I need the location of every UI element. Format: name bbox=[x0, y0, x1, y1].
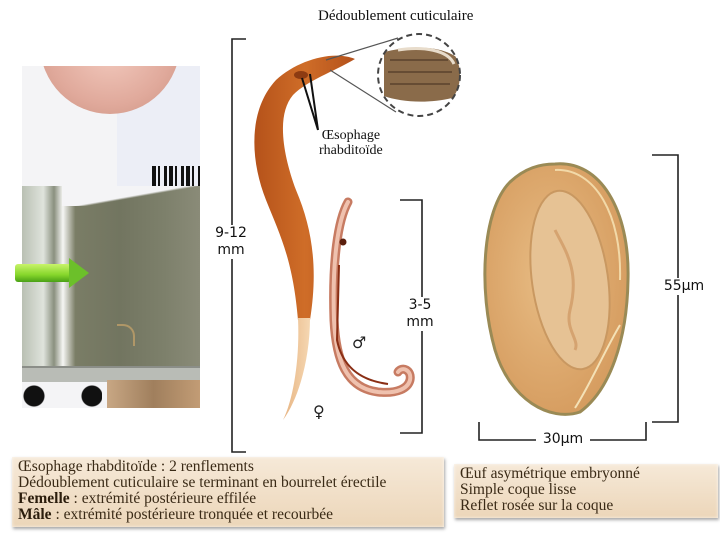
description-line: Mâle : extrémité postérieure tronquée et… bbox=[18, 506, 334, 523]
egg-description-box: Œuf asymétrique embryonné Simple coque l… bbox=[454, 464, 718, 518]
esophagus-annotation: Œsophage rhabditoïde bbox=[319, 128, 383, 158]
egg-width-label: 30µm bbox=[536, 431, 590, 448]
female-symbol-icon: ♀ bbox=[313, 402, 325, 421]
green-arrow-icon bbox=[15, 264, 71, 282]
egg-description-line: Œuf asymétrique embryonné bbox=[460, 465, 640, 482]
adult-description-box: Œsophage rhabditoïde : 2 renflements Déd… bbox=[12, 457, 444, 527]
egg-description-line: Reflet rosée sur la coque bbox=[460, 497, 614, 514]
tube-edge bbox=[62, 186, 200, 206]
male-length-label: 3-5 mm bbox=[397, 297, 443, 331]
worm-illustration bbox=[254, 33, 461, 420]
larva bbox=[117, 324, 135, 346]
tube-base bbox=[22, 366, 200, 382]
sediment bbox=[107, 380, 200, 408]
callout-title: Dédoublement cuticulaire bbox=[318, 8, 474, 24]
holder bbox=[22, 382, 102, 408]
description-line: Œsophage rhabditoïde : 2 renflements bbox=[18, 458, 254, 475]
green-arrow-head-icon bbox=[69, 258, 89, 288]
specimen-tube-photo bbox=[22, 66, 200, 408]
description-line: Dédoublement cuticulaire se terminant en… bbox=[18, 474, 387, 491]
description-line: Femelle : extrémité postérieure effilée bbox=[18, 490, 257, 507]
male-symbol-icon: ♂ bbox=[352, 333, 367, 352]
female-length-label: 9-12 mm bbox=[211, 225, 251, 259]
egg-description-line: Simple coque lisse bbox=[460, 481, 577, 498]
egg-image bbox=[483, 162, 630, 416]
egg-height-label: 55µm bbox=[652, 278, 716, 295]
